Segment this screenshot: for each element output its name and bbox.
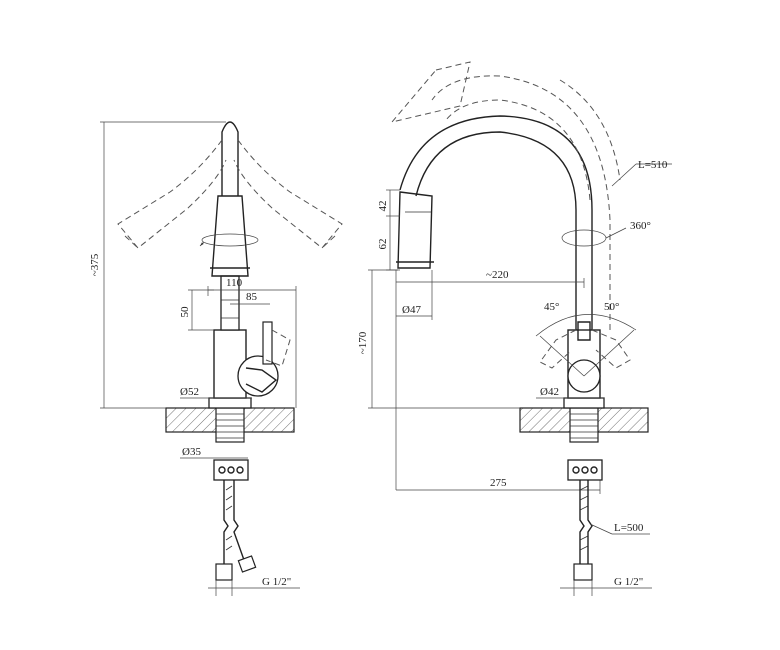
gooseneck-spout: [415, 131, 577, 330]
dim-lever-height: 50: [179, 306, 191, 318]
spray-head-front: [211, 195, 249, 277]
dim-head-diameter: Ø47: [402, 304, 421, 316]
shank-left: [215, 407, 245, 443]
dim-base-diameter-front: Ø52: [180, 386, 199, 398]
dim-height-front: ~375: [89, 253, 101, 276]
shank-right: [569, 407, 599, 443]
front-view: ~375 110 85 50 Ø52 Ø35 G 1/2": [89, 121, 343, 596]
shank-threads-left: [216, 413, 244, 439]
dim-spout-reach: 110: [226, 277, 243, 289]
dim-connector-side: G 1/2": [614, 576, 643, 588]
lever-front: [262, 321, 273, 365]
supply-hose-left: [223, 480, 229, 564]
side-view: 360° L=510 42 62 ~220 Ø47 ~170 45° 50° Ø…: [357, 61, 672, 596]
dim-total-reach: 275: [490, 477, 507, 489]
dim-reach: ~220: [486, 269, 509, 281]
dim-rotation: 360°: [630, 220, 651, 232]
connector-block-right: [567, 459, 603, 481]
dim-supply-length: L=500: [614, 522, 644, 534]
dim-outlet-height: ~170: [357, 331, 369, 354]
dim-connector-front: G 1/2": [262, 576, 291, 588]
dim-head-cone: 62: [377, 239, 389, 250]
dim-body-offset: 85: [246, 291, 258, 303]
spout-top-front: [221, 121, 239, 196]
dim-shank-diameter: Ø35: [182, 446, 201, 458]
dim-head-length: 42: [377, 201, 389, 212]
dim-hose-length: L=510: [638, 159, 668, 171]
supply-hose-right: [579, 480, 585, 564]
dim-lever-angle-left: 45°: [544, 301, 559, 313]
connector-block-left: [213, 459, 249, 481]
dim-lever-angle-right: 50°: [604, 301, 619, 313]
base-flange-right: [563, 397, 605, 409]
dim-base-diameter-side: Ø42: [540, 386, 559, 398]
base-flange-left: [208, 397, 252, 409]
spray-head-side: [397, 191, 433, 269]
